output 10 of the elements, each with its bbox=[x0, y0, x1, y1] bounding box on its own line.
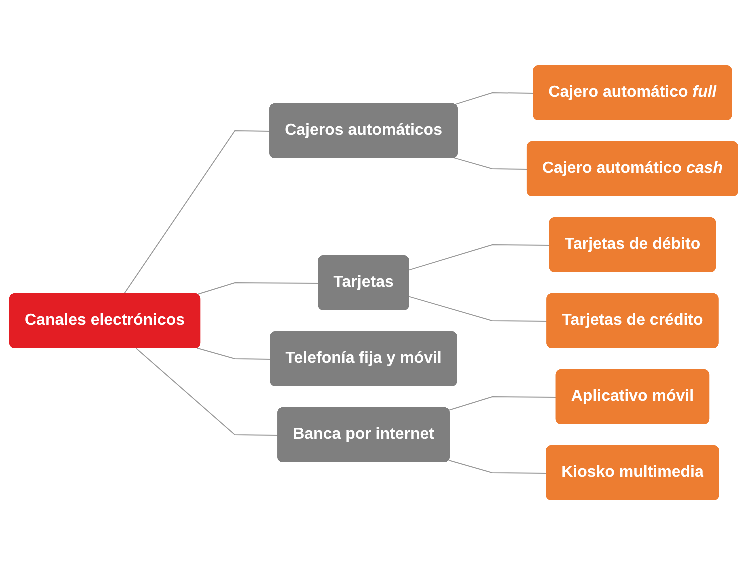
connector bbox=[408, 244, 551, 270]
connector bbox=[454, 92, 535, 105]
connector bbox=[124, 130, 272, 294]
connector bbox=[136, 348, 280, 436]
connector bbox=[448, 396, 558, 410]
connector bbox=[196, 282, 320, 295]
connector bbox=[454, 157, 528, 170]
connector bbox=[448, 460, 548, 474]
connector bbox=[196, 347, 272, 360]
connector bbox=[408, 296, 548, 322]
